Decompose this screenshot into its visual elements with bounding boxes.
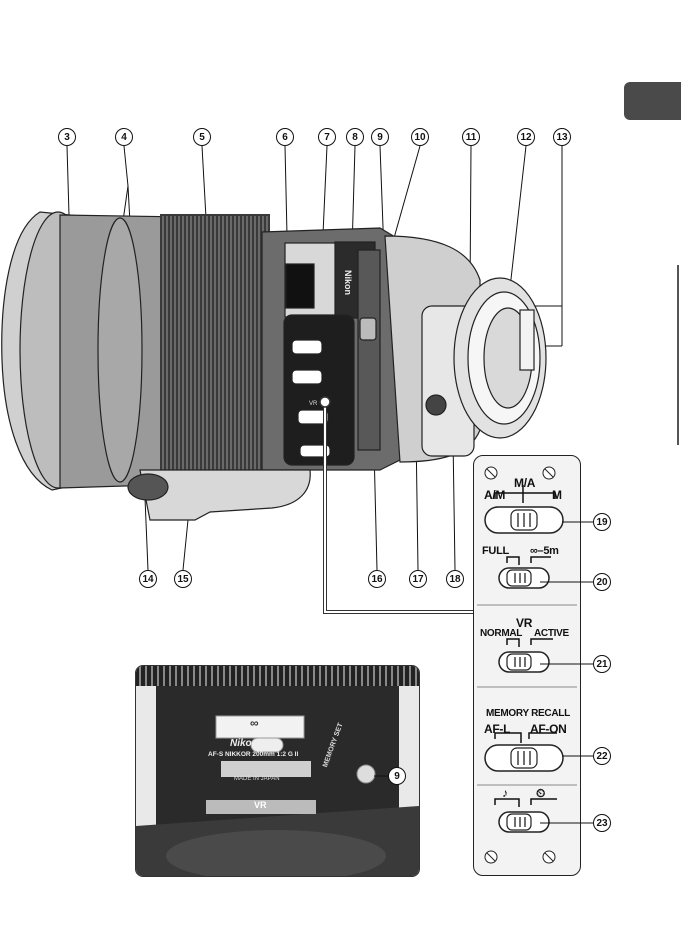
switch-range-label: ∞–5m: [530, 545, 559, 557]
lens-brand-text: Nikon: [343, 270, 353, 295]
switch-full-label: FULL: [482, 545, 509, 557]
lens-rear: [385, 236, 546, 462]
callout-5: 5: [193, 128, 211, 146]
switch-m-label: M: [552, 488, 562, 502]
switch-sound-label: ♪: [502, 786, 508, 800]
inset-detail: ∞ Nikon AF-S NIKKOR 200mm 1:2 G II MADE …: [135, 665, 420, 877]
callout-13: 13: [553, 128, 571, 146]
callout-23: 23: [593, 814, 611, 832]
switch-afl-label: AF-L: [484, 722, 510, 736]
inset-brand: Nikon: [230, 738, 258, 749]
callout-4: 4: [115, 128, 133, 146]
switch-ma-label: M/A: [514, 476, 535, 490]
callout-16: 16: [368, 570, 386, 588]
inset-infinity: ∞: [250, 716, 259, 730]
callout-7: 7: [318, 128, 336, 146]
callout-3: 3: [58, 128, 76, 146]
callout-10: 10: [411, 128, 429, 146]
inset-made-in: MADE IN JAPAN: [234, 776, 280, 782]
tripod-foot: [128, 470, 310, 520]
callout-12: 12: [517, 128, 535, 146]
switch-sound-off-label: ⏲: [536, 786, 545, 801]
callout-15: 15: [174, 570, 192, 588]
callout-11: 11: [462, 128, 480, 146]
callout-17: 17: [409, 570, 427, 588]
lens-mid: [262, 228, 400, 470]
inset-vr: VR: [254, 800, 267, 810]
callout-inset-9: 9: [388, 767, 406, 785]
lens-vr-text: VR: [309, 401, 318, 407]
switch-am-label: A/M: [484, 488, 505, 502]
callout-14: 14: [139, 570, 157, 588]
switch-panel-art: [473, 455, 581, 876]
switch-normal-label: NORMAL: [480, 628, 522, 639]
callout-18: 18: [446, 570, 464, 588]
switch-active-label: ACTIVE: [534, 628, 569, 639]
inset-art: [136, 666, 419, 876]
callout-8: 8: [346, 128, 364, 146]
inset-model: AF-S NIKKOR 200mm 1:2 G II: [208, 751, 298, 758]
switch-memory-recall-label: MEMORY RECALL: [486, 708, 570, 719]
focus-ring: [160, 214, 270, 484]
callout-21: 21: [593, 655, 611, 673]
switch-panel: A/M M/A M FULL ∞–5m VR NORMAL ACTIVE MEM…: [473, 455, 581, 876]
callout-22: 22: [593, 747, 611, 765]
callout-20: 20: [593, 573, 611, 591]
callout-6: 6: [276, 128, 294, 146]
switch-afon-label: AF-ON: [530, 722, 567, 736]
callout-9: 9: [371, 128, 389, 146]
callout-19: 19: [593, 513, 611, 531]
